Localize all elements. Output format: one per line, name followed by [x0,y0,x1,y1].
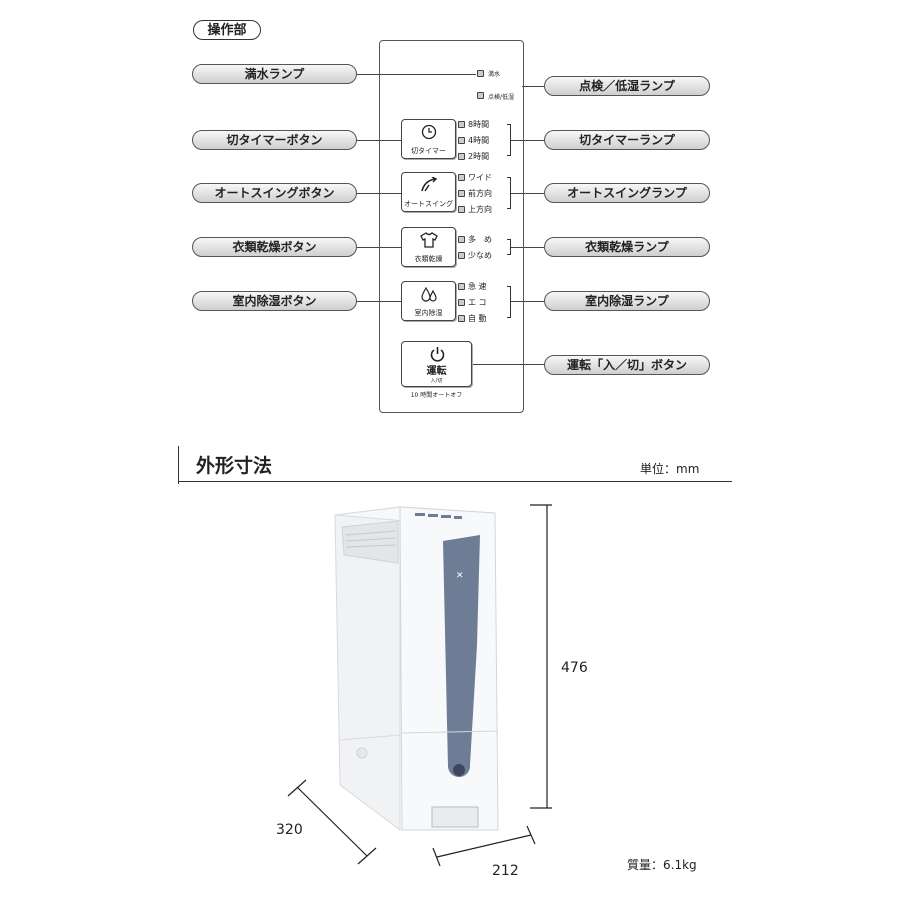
full-water-lamp [477,70,484,77]
callout-dehum-lamp: 室内除湿ランプ [544,291,710,311]
svg-text:✕: ✕ [456,571,464,581]
callout-dry-lamp: 衣類乾燥ランプ [544,237,710,257]
lamp-group-bracket [507,177,511,209]
callout-timer-button: 切タイマーボタン [192,130,357,150]
water-drops-icon [420,286,437,302]
callout-dry-button: 衣類乾燥ボタン [192,237,357,257]
leader-line [511,193,544,194]
dehum-lamp-rapid-label: 急 速 [468,282,487,291]
check-lamp-label: 点検/低湿 [488,94,515,101]
clothes-dry-button-label: 衣類乾燥 [414,255,443,263]
callout-power-button: 運転「入／切」ボタン [544,355,710,375]
section-title-operation: 操作部 [193,20,261,40]
swing-lamp-wide [458,174,465,181]
timer-lamp-8h-label: 8時間 [468,120,490,129]
dehum-lamp-eco-label: エ コ [468,298,487,307]
swing-lamp-wide-label: ワイド [468,173,492,182]
swing-lamp-up-label: 上方向 [468,205,492,214]
dry-lamp-less [458,252,465,259]
timer-lamp-2h [458,153,465,160]
leader-line [522,86,544,87]
lamp-group-bracket [507,239,511,255]
dehum-lamp-auto [458,315,465,322]
swing-lamp-front-label: 前方向 [468,189,492,198]
auto-swing-button[interactable]: オートスイング [401,172,456,212]
leader-line [511,140,544,141]
power-button-sublabel: 入/切 [430,378,443,384]
dry-lamp-more-label: 多 め [468,235,492,244]
clock-icon [421,124,436,140]
shirt-icon [419,232,438,248]
swing-icon [420,177,437,192]
callout-check-lamp: 点検／低湿ランプ [544,76,710,96]
leader-line [357,74,476,75]
check-lamp [477,92,484,99]
callout-swing-lamp: オートスイングランプ [544,183,710,203]
dehum-lamp-eco [458,299,465,306]
mass-label: 質量：6.1kg [627,858,697,872]
unit-label: 単位：mm [640,462,700,476]
callout-full-lamp: 満水ランプ [192,64,357,84]
leader-line [511,247,544,248]
timer-lamp-4h [458,137,465,144]
room-dehumidify-button[interactable]: 室内除湿 [401,281,456,321]
leader-line [472,364,544,365]
swing-lamp-front [458,190,465,197]
timer-lamp-8h [458,121,465,128]
clothes-dry-button[interactable]: 衣類乾燥 [401,227,456,267]
timer-lamp-4h-label: 4時間 [468,136,490,145]
control-panel [379,40,524,413]
timer-lamp-2h-label: 2時間 [468,152,490,161]
dimensions-title: 外形寸法 [196,455,273,477]
dehum-lamp-rapid [458,283,465,290]
room-dehumidify-button-label: 室内除湿 [414,309,443,317]
power-button[interactable]: 運転 入/切 [401,341,472,387]
callout-dehum-button: 室内除湿ボタン [192,291,357,311]
swing-lamp-up [458,206,465,213]
lamp-group-bracket [507,286,511,318]
title-bar-divider [178,446,179,484]
full-water-lamp-label: 満水 [488,71,501,78]
dry-lamp-more [458,236,465,243]
dimension-depth: 320 [276,822,303,838]
auto-swing-button-label: オートスイング [404,200,453,208]
lamp-group-bracket [507,124,511,156]
dehum-lamp-auto-label: 自 動 [468,314,487,323]
dry-lamp-less-label: 少なめ [468,251,492,260]
dehumidifier-illustration: ✕ [334,506,499,831]
timer-button[interactable]: 切タイマー [401,119,456,159]
auto-off-note: 10 時間オートオフ [410,392,463,399]
title-underline [178,481,732,482]
callout-timer-lamp: 切タイマーランプ [544,130,710,150]
power-icon [430,347,445,362]
dimension-height: 476 [561,660,588,676]
leader-line [511,301,544,302]
dimension-width: 212 [492,863,519,879]
power-button-label: 運転 [426,366,447,377]
timer-button-label: 切タイマー [411,147,446,155]
callout-swing-button: オートスイングボタン [192,183,357,203]
